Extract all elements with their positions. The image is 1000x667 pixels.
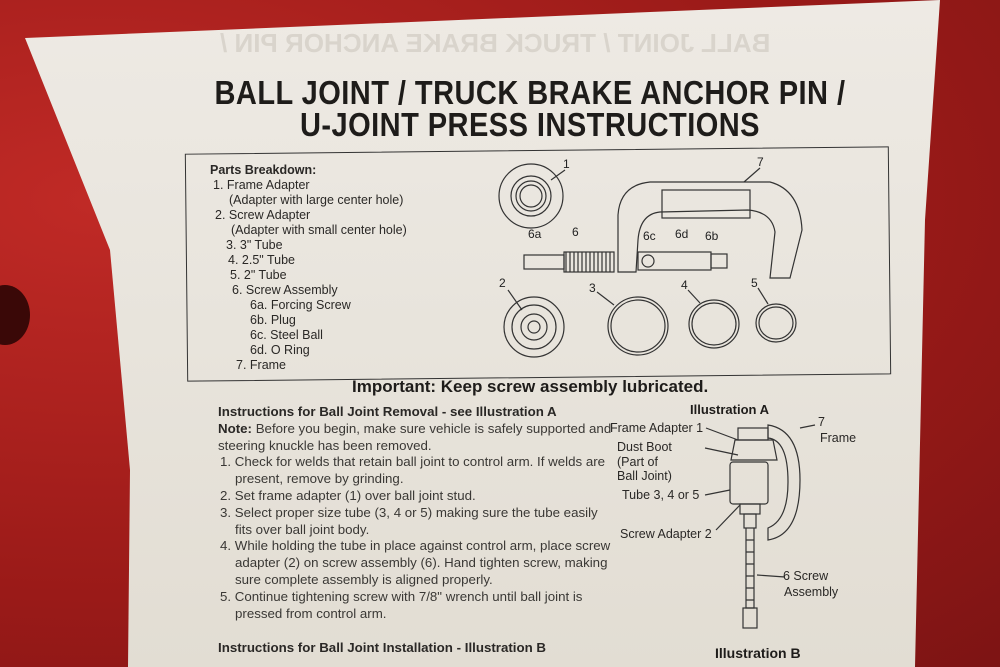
removal-heading: Instructions for Ball Joint Removal - se… bbox=[218, 404, 557, 419]
label-6: 6 bbox=[572, 225, 579, 239]
label-7: 7 bbox=[757, 155, 764, 169]
illustration-a-title: Illustration A bbox=[690, 402, 769, 417]
part-item: 1. Frame Adapter bbox=[213, 178, 310, 192]
title-line-2: U-JOINT PRESS INSTRUCTIONS bbox=[300, 106, 760, 143]
tubes-drawing bbox=[596, 287, 797, 356]
illustration-b-title: Illustration B bbox=[715, 645, 801, 661]
callout-tube: Tube 3, 4 or 5 bbox=[622, 488, 700, 502]
part-item: 7. Frame bbox=[236, 358, 287, 372]
title-line-1: BALL JOINT / TRUCK BRAKE ANCHOR PIN / bbox=[214, 74, 846, 111]
c-frame-drawing bbox=[617, 167, 803, 279]
callout-screw-assembly: 6 Screw bbox=[783, 569, 829, 583]
installation-heading: Instructions for Ball Joint Installation… bbox=[218, 640, 547, 656]
removal-step: 1. Check for welds that retain ball join… bbox=[220, 454, 606, 487]
label-1: 1 bbox=[563, 157, 570, 171]
callout-screw-adapter: Screw Adapter 2 bbox=[620, 527, 712, 541]
label-4: 4 bbox=[681, 278, 688, 292]
removal-note: Note: Before you begin, make sure vehicl… bbox=[218, 420, 612, 453]
frame-adapter-drawing bbox=[498, 163, 566, 229]
part-item: 4. 2.5" Tube bbox=[228, 253, 295, 267]
label-2: 2 bbox=[499, 276, 506, 290]
part-item: 2. Screw Adapter bbox=[215, 208, 311, 222]
label-6c: 6c bbox=[643, 229, 656, 243]
part-item: 6. Screw Assembly bbox=[232, 283, 338, 297]
removal-step: 2. Set frame adapter (1) over ball joint… bbox=[220, 487, 476, 503]
screw-adapter-drawing bbox=[503, 289, 565, 358]
label-6d: 6d bbox=[675, 227, 688, 241]
illustration-a-drawing bbox=[704, 424, 816, 629]
part-item: (Adapter with small center hole) bbox=[231, 223, 407, 237]
callout-frame: Frame bbox=[820, 431, 857, 445]
removal-step: 4. While holding the tube in place again… bbox=[220, 538, 611, 587]
callout-dust-boot-2: (Part of bbox=[617, 455, 658, 469]
part-item: 5. 2" Tube bbox=[230, 268, 287, 282]
part-item: (Adapter with large center hole) bbox=[229, 193, 404, 207]
parts-heading: Parts Breakdown: bbox=[210, 163, 317, 177]
removal-step: 5. Continue tightening screw with 7/8" w… bbox=[220, 588, 583, 621]
important-note: Important: Keep screw assembly lubricate… bbox=[352, 377, 709, 396]
label-6b: 6b bbox=[705, 229, 719, 243]
callout-dust-boot: Dust Boot bbox=[617, 440, 672, 454]
label-3: 3 bbox=[589, 281, 596, 295]
part-item: 6b. Plug bbox=[250, 313, 296, 327]
removal-instructions: Instructions for Ball Joint Removal - se… bbox=[218, 404, 618, 657]
part-item: 6c. Steel Ball bbox=[250, 328, 323, 342]
callout-dust-boot-3: Ball Joint) bbox=[617, 469, 672, 483]
label-5: 5 bbox=[751, 276, 758, 290]
part-item: 6a. Forcing Screw bbox=[250, 298, 351, 312]
callout-screw-assembly-2: Assembly bbox=[784, 585, 839, 599]
part-item: 6d. O Ring bbox=[250, 343, 310, 357]
label-6a: 6a bbox=[528, 227, 542, 241]
callout-frame-adapter: Frame Adapter 1 bbox=[610, 421, 704, 435]
screw-assembly-drawing bbox=[523, 251, 728, 273]
removal-step: 3. Select proper size tube (3, 4 or 5) m… bbox=[220, 504, 598, 537]
part-item: 3. 3" Tube bbox=[226, 238, 283, 252]
callout-frame-number: 7 bbox=[818, 415, 825, 429]
parts-list: Parts Breakdown: 1. Frame Adapter (Adapt… bbox=[210, 163, 407, 373]
